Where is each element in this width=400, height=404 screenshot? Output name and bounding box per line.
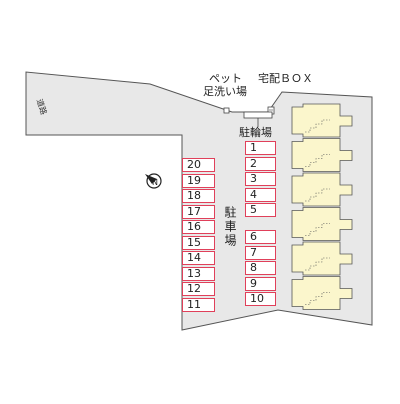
parking-stall-number: 14 (187, 251, 201, 264)
building-stair (305, 257, 330, 271)
parking-stall-number: 15 (187, 235, 201, 249)
parking-stall-number: 10 (250, 292, 264, 305)
parking-stall-19: 19 (182, 173, 215, 188)
parking-stall-20: 20 (182, 158, 215, 172)
parking-stall-number: 11 (187, 297, 201, 311)
building-stair (305, 119, 330, 133)
parking-stall-5: 5 (245, 203, 276, 217)
parking-stall-number: 1 (250, 141, 257, 154)
parking-stall-7: 7 (245, 245, 276, 260)
parking-stall-number: 3 (250, 172, 257, 185)
parking-stall-number: 5 (250, 203, 257, 216)
pet-wash-icon (223, 107, 230, 114)
car-parking-label: 駐車場 (223, 206, 237, 248)
pet-wash-label-2: 足洗い場 (203, 85, 247, 98)
parking-stall-12: 12 (182, 282, 215, 296)
parking-stall-17: 17 (182, 204, 215, 219)
parking-stall-number: 17 (187, 204, 201, 218)
parking-stall-number: 18 (187, 189, 201, 202)
building-stair (305, 188, 330, 202)
parking-stall-6: 6 (245, 230, 276, 244)
parking-stall-11: 11 (182, 297, 215, 312)
parking-stall-number: 20 (187, 158, 201, 171)
svg-text:N: N (152, 178, 158, 187)
building-stair (305, 223, 330, 236)
parking-stall-4: 4 (245, 187, 276, 202)
building-stair (305, 292, 330, 305)
parking-stall-1: 1 (245, 141, 276, 155)
parking-stall-number: 13 (187, 266, 201, 280)
compass-north-icon: N (145, 173, 162, 189)
parking-stall-13: 13 (182, 266, 215, 281)
parking-stall-number: 6 (250, 230, 257, 243)
delivery-box-label: 宅配ＢＯＸ (258, 72, 313, 85)
parking-stall-number: 8 (250, 261, 257, 274)
parking-stall-15: 15 (182, 235, 215, 250)
parking-stall-number: 19 (187, 173, 201, 187)
parking-stall-10: 10 (245, 292, 276, 306)
building-stair (305, 154, 330, 167)
bicycle-parking-area (243, 111, 273, 119)
parking-stall-14: 14 (182, 251, 215, 265)
bicycle-parking-label: 駐輪場 (239, 126, 272, 139)
parking-stall-number: 7 (250, 245, 257, 259)
apartment-building (291, 103, 353, 310)
parking-stall-9: 9 (245, 276, 276, 291)
parking-stall-number: 9 (250, 276, 257, 290)
pet-wash-label-1: ペット (209, 72, 242, 85)
parking-stall-3: 3 (245, 172, 276, 186)
parking-stall-18: 18 (182, 189, 215, 203)
parking-stall-8: 8 (245, 261, 276, 275)
parking-stall-16: 16 (182, 220, 215, 234)
parking-stall-number: 4 (250, 187, 257, 201)
parking-stall-number: 12 (187, 282, 201, 295)
parking-stall-number: 16 (187, 220, 201, 233)
parking-stall-number: 2 (250, 156, 257, 170)
parking-stall-2: 2 (245, 156, 276, 171)
